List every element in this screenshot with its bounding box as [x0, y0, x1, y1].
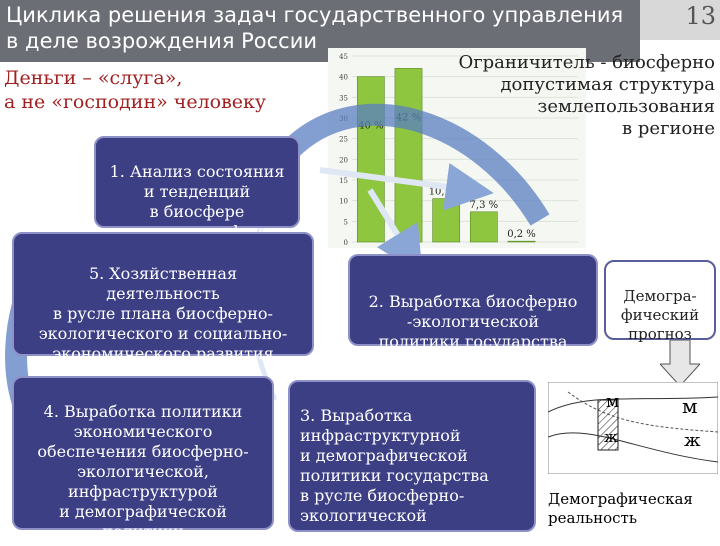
y-tick-label: 0 — [344, 239, 348, 247]
step-3-text: 3. Выработка инфраструктурной и демограф… — [300, 406, 489, 545]
step-5-text: 5. Хозяйственная деятельность в русле пл… — [38, 264, 288, 363]
limiter-text: Ограничитель - биосферно допустимая стру… — [458, 52, 715, 139]
forecast-box: Демогра- фический прогноз — [604, 260, 716, 343]
step-5-box: 5. Хозяйственная деятельность в русле пл… — [12, 232, 314, 363]
bar-value-label: 7,3 % — [470, 200, 499, 211]
down-arrow-icon — [660, 340, 700, 386]
step-1-text: 1. Анализ состояния и тенденций в биосфе… — [109, 162, 285, 241]
forecast-text: Демогра- фический прогноз — [620, 287, 700, 343]
label-m-left: м — [606, 392, 620, 412]
bar — [356, 76, 385, 243]
y-tick-label: 45 — [339, 53, 348, 61]
y-tick-label: 10 — [339, 198, 348, 206]
y-tick-label: 30 — [339, 115, 348, 123]
step-2-text: 2. Выработка биосферно -экологической по… — [368, 292, 578, 351]
bar — [432, 198, 461, 243]
bar — [507, 240, 536, 243]
page-number: 13 — [685, 2, 716, 30]
label-m-right: м — [682, 394, 698, 418]
step-3-box: 3. Выработка инфраструктурной и демограф… — [288, 380, 536, 545]
y-tick-label: 15 — [339, 177, 348, 185]
step-4-text: 4. Выработка политики экономического обе… — [37, 402, 249, 541]
page-number-box — [640, 0, 720, 40]
step-2-box: 2. Выработка биосферно -экологической по… — [348, 254, 598, 351]
y-tick-label: 25 — [339, 136, 348, 144]
slogan-text: Деньги – «слуга», а не «господин» челове… — [4, 67, 267, 113]
label-f-left: ж — [604, 428, 618, 446]
y-tick-label: 35 — [339, 94, 348, 102]
bar-value-label: 0,2 % — [507, 229, 536, 240]
y-tick-label: 5 — [344, 218, 348, 226]
y-tick-label: 20 — [339, 156, 348, 164]
bar — [469, 211, 498, 243]
bar-value-label: 40 % — [358, 121, 383, 132]
reality-text: Демографическая реальность — [548, 490, 693, 527]
page-title: Циклика решения задач государственного у… — [6, 3, 624, 53]
bar-value-label: 10,5 % — [429, 187, 464, 198]
label-f-right: ж — [684, 430, 701, 451]
y-tick-label: 40 — [339, 74, 348, 82]
step-1-box: 1. Анализ состояния и тенденций в биосфе… — [94, 136, 300, 241]
demographic-chart — [548, 382, 718, 474]
step-4-box: 4. Выработка политики экономического обе… — [12, 376, 274, 541]
